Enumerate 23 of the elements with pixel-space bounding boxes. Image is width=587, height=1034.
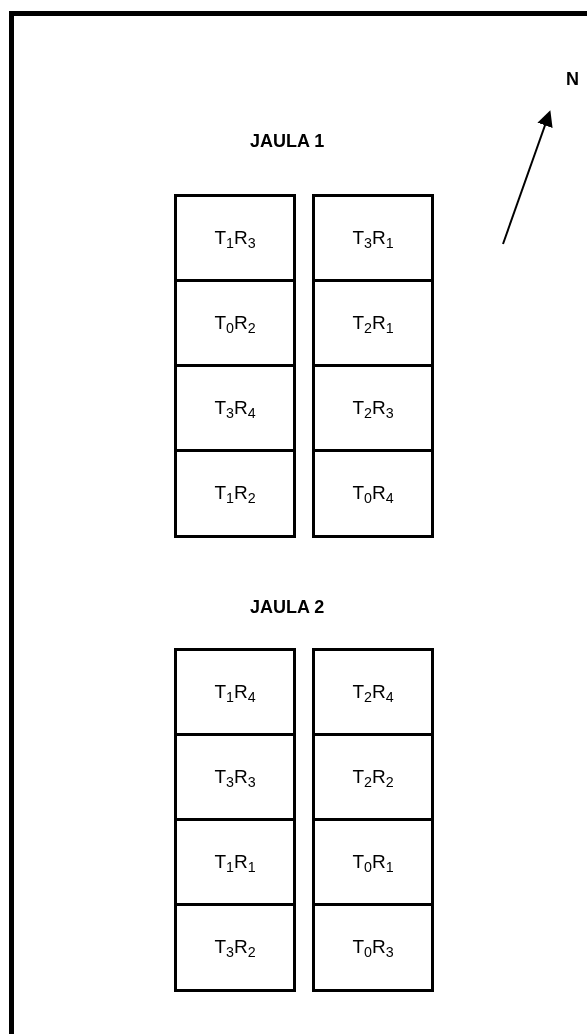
heading-label: N bbox=[566, 68, 579, 91]
treatment-text: T$_{1}$R$_{4}$ bbox=[214, 680, 256, 707]
plot-cell bbox=[174, 449, 296, 538]
treatment-text: T$_{2}$R$_{4}$ bbox=[352, 680, 394, 707]
heading-label: JAULA 1 bbox=[250, 130, 325, 153]
treatment-text: T$_{3}$R$_{2}$ bbox=[214, 935, 256, 962]
treatment-text: T$_{0}$R$_{1}$ bbox=[352, 850, 394, 877]
treatment-text: T$_{2}$R$_{1}$ bbox=[352, 311, 394, 338]
treatment-text: T$_{3}$R$_{1}$ bbox=[352, 226, 394, 253]
plot-cell bbox=[312, 903, 434, 992]
treatment-text: T$_{0}$R$_{2}$ bbox=[214, 311, 256, 338]
treatment-text: T$_{3}$R$_{4}$ bbox=[214, 396, 256, 423]
treatment-text: T$_{3}$R$_{3}$ bbox=[214, 765, 256, 792]
heading-label: JAULA 2 bbox=[250, 596, 325, 619]
treatment-text: T$_{0}$R$_{4}$ bbox=[352, 481, 394, 508]
treatment-text: T$_{1}$R$_{1}$ bbox=[214, 850, 256, 877]
treatment-text: T$_{1}$R$_{3}$ bbox=[214, 226, 256, 253]
treatment-text: T$_{0}$R$_{3}$ bbox=[352, 935, 394, 962]
treatment-text: T$_{1}$R$_{2}$ bbox=[214, 481, 256, 508]
treatment-text: T$_{2}$R$_{2}$ bbox=[352, 765, 394, 792]
plot-cell bbox=[174, 903, 296, 992]
treatment-text: T$_{2}$R$_{3}$ bbox=[352, 396, 394, 423]
plot-cell bbox=[312, 449, 434, 538]
